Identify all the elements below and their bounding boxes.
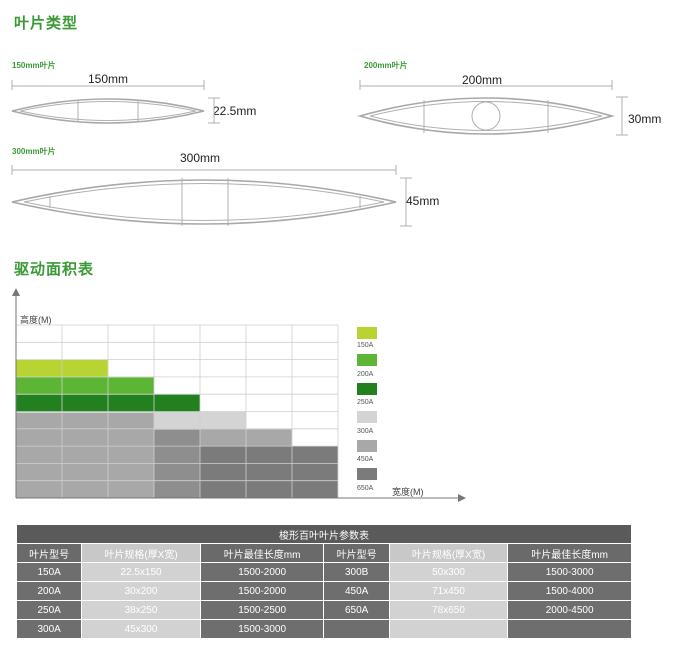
chart-area-200a (16, 377, 154, 395)
chart-y-label: 高度(M) (20, 315, 52, 325)
drive-area-chart (12, 288, 466, 502)
blade-parameter-table: 梭形百叶叶片参数表 叶片型号 叶片规格(厚X宽) 叶片最佳长度mm 叶片型号 叶… (15, 524, 632, 639)
table-cell (507, 619, 632, 639)
legend-label-450a: 450A (357, 456, 374, 463)
blade-150-height: 22.5mm (213, 104, 257, 118)
table-cell: 50x300 (388, 562, 509, 582)
blade-profiles (11, 80, 628, 227)
legend-label-150a: 150A (357, 342, 374, 349)
table-cell: 22.5x150 (81, 562, 201, 582)
table-cell: 150A (15, 562, 83, 582)
legend-label-200a: 200A (357, 371, 374, 378)
legend-swatch-150a (357, 327, 377, 339)
blade-300-width: 300mm (180, 151, 221, 165)
blade-200-height: 30mm (628, 112, 662, 126)
legend-swatch-200a (357, 354, 377, 366)
table-cell: 71x450 (388, 581, 509, 601)
blade-150-width: 150mm (88, 72, 129, 86)
table-row: 300A 45x300 1500-3000 (15, 619, 632, 639)
table-cell: 1500-2500 (199, 600, 325, 620)
chart-grid (15, 324, 339, 499)
table-cell: 1500-3000 (507, 562, 632, 582)
table-header-cell: 叶片最佳长度mm (507, 543, 632, 563)
table-cell: 30x200 (81, 581, 201, 601)
blade-types-title: 叶片类型 (14, 15, 79, 32)
table-cell: 45x300 (81, 619, 201, 639)
blade-150-label: 150mm叶片 (12, 61, 56, 70)
table-header-cell: 叶片最佳长度mm (199, 543, 325, 563)
table-cell: 78x650 (388, 600, 509, 620)
blade-300-label: 300mm叶片 (12, 147, 56, 156)
table-cell: 1500-4000 (507, 581, 632, 601)
legend-swatch-650a (357, 468, 377, 480)
blade-300-profile (11, 165, 412, 227)
table-cell: 650A (323, 600, 390, 620)
table-cell (388, 619, 509, 639)
table-cell: 300B (323, 562, 390, 582)
blade-300-height: 45mm (406, 194, 440, 208)
blade-200-profile (357, 80, 628, 136)
legend-swatch-300a (357, 411, 377, 423)
blade-200-label: 200mm叶片 (364, 61, 408, 70)
table-cell: 38x250 (81, 600, 201, 620)
table-cell (323, 619, 390, 639)
legend-label-300a: 300A (357, 428, 374, 435)
table-header-row: 叶片型号 叶片规格(厚X宽) 叶片最佳长度mm 叶片型号 叶片规格(厚X宽) 叶… (15, 543, 632, 563)
table-header-cell: 叶片规格(厚X宽) (81, 543, 201, 563)
table-cell: 250A (15, 600, 83, 620)
table-caption: 梭形百叶叶片参数表 (16, 524, 632, 544)
table-header-cell: 叶片型号 (15, 543, 83, 563)
table-cell: 1500-3000 (199, 619, 325, 639)
blade-200-width: 200mm (462, 73, 503, 87)
legend-swatch-450a (357, 440, 377, 452)
legend-label-650a: 650A (357, 485, 374, 492)
table-row: 200A 30x200 1500-2000 450A 71x450 1500-4… (15, 581, 632, 601)
table-header-cell: 叶片规格(厚X宽) (388, 543, 509, 563)
table-cell: 200A (15, 581, 83, 601)
table-cell: 1500-2000 (199, 562, 325, 582)
table-cell: 2000-4500 (507, 600, 632, 620)
chart-x-label: 宽度(M) (392, 487, 424, 497)
table-cell: 450A (323, 581, 390, 601)
legend-swatch-250a (357, 383, 377, 395)
table-cell: 1500-2000 (199, 581, 325, 601)
drive-area-title: 驱动面积表 (14, 261, 95, 278)
chart-base-block (16, 413, 154, 498)
legend-label-250a: 250A (357, 399, 374, 406)
chart-axes (12, 288, 466, 502)
blade-150-profile (11, 80, 220, 124)
table-cell: 300A (15, 619, 83, 639)
table-header-cell: 叶片型号 (323, 543, 390, 563)
table-row: 150A 22.5x150 1500-2000 300B 50x300 1500… (15, 562, 632, 582)
table-row: 250A 38x250 1500-2500 650A 78x650 2000-4… (15, 600, 632, 620)
